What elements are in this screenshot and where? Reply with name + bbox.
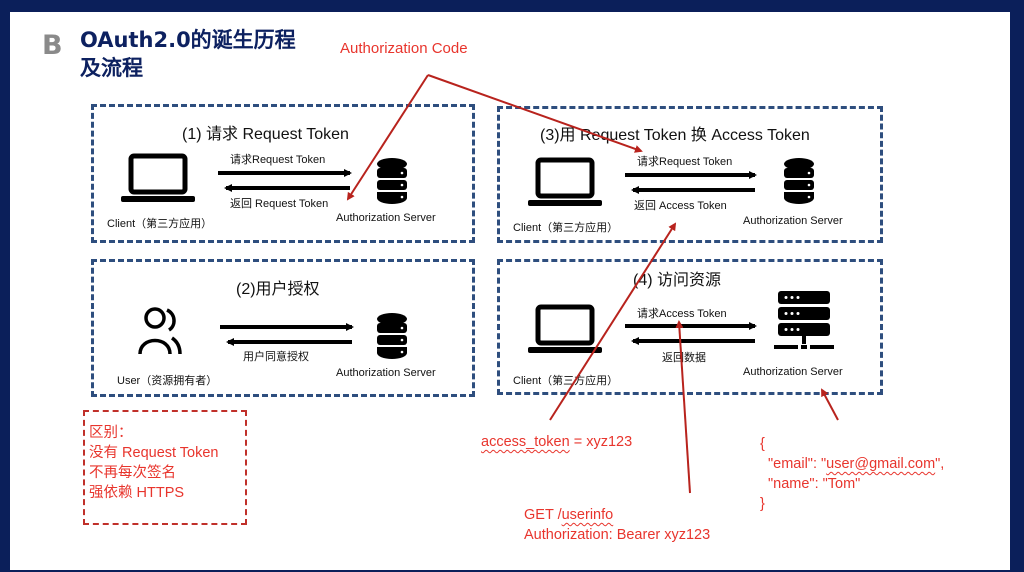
step-3-box <box>497 106 883 243</box>
step-2-title: (2)用户授权 <box>236 281 320 298</box>
access-token-value: = xyz123 <box>569 434 633 450</box>
json-email-suffix: ", <box>935 456 945 472</box>
step-4-title: (4) 访问资源 <box>633 272 722 289</box>
access-token-annotation: access_token = xyz123 <box>481 434 632 450</box>
userinfo-response-annotation: { "email": "user@gmail.com", "name": "To… <box>760 434 944 514</box>
step-4-arrow-bottom-label: 返回数据 <box>662 352 706 364</box>
request-line-2: Authorization: Bearer xyz123 <box>524 527 711 543</box>
access-token-key: access_token <box>481 434 570 450</box>
step-1-box <box>91 104 475 243</box>
json-open: { <box>760 436 765 452</box>
page-title: OAuth2.0的诞生历程及流程 <box>80 28 296 80</box>
differences-note: 区别： 没有 Request Token 不再每次签名 强依赖 HTTPS <box>89 423 219 503</box>
step-1-server-label: Authorization Server <box>336 212 436 224</box>
step-3-client-label: Client（第三方应用） <box>513 222 619 234</box>
step-2-user-label: User（资源拥有者） <box>117 375 218 387</box>
request-line-1-prefix: GET / <box>524 507 562 523</box>
step-1-arrow-bottom-label: 返回 Request Token <box>230 198 329 210</box>
step-2-box <box>91 259 475 397</box>
json-name-line: "name": "Tom" <box>768 476 861 492</box>
differences-heading: 区别： <box>89 425 133 441</box>
step-1-client-label: Client（第三方应用） <box>107 218 213 230</box>
step-4-server-label: Authorization Server <box>743 366 843 378</box>
step-3-server-label: Authorization Server <box>743 215 843 227</box>
authorization-code-annotation: Authorization Code <box>340 40 468 57</box>
step-4-arrow-top-label: 请求Access Token <box>637 308 727 320</box>
step-2-arrow-bottom-label: 用户同意授权 <box>243 351 309 363</box>
step-1-title: (1) 请求 Request Token <box>182 126 349 143</box>
step-3-arrow-bottom-label: 返回 Access Token <box>634 200 727 212</box>
step-3-title: (3)用 Request Token 换 Access Token <box>540 127 810 144</box>
request-line-1-path: userinfo <box>561 507 614 523</box>
difference-item: 不再每次签名 <box>89 465 176 481</box>
section-letter: B <box>42 30 63 61</box>
json-email-value: user@gmail.com <box>826 456 936 472</box>
step-1-arrow-top-label: 请求Request Token <box>230 154 326 166</box>
userinfo-request-annotation: GET /userinfo Authorization: Bearer xyz1… <box>524 505 710 545</box>
json-close: } <box>760 496 765 512</box>
json-email-key: "email": " <box>768 456 827 472</box>
step-4-client-label: Client（第三方应用） <box>513 375 619 387</box>
difference-item: 强依赖 HTTPS <box>89 485 185 501</box>
step-2-server-label: Authorization Server <box>336 367 436 379</box>
difference-item: 没有 Request Token <box>89 445 219 461</box>
differences-box <box>83 410 247 525</box>
step-3-arrow-top-label: 请求Request Token <box>637 156 733 168</box>
